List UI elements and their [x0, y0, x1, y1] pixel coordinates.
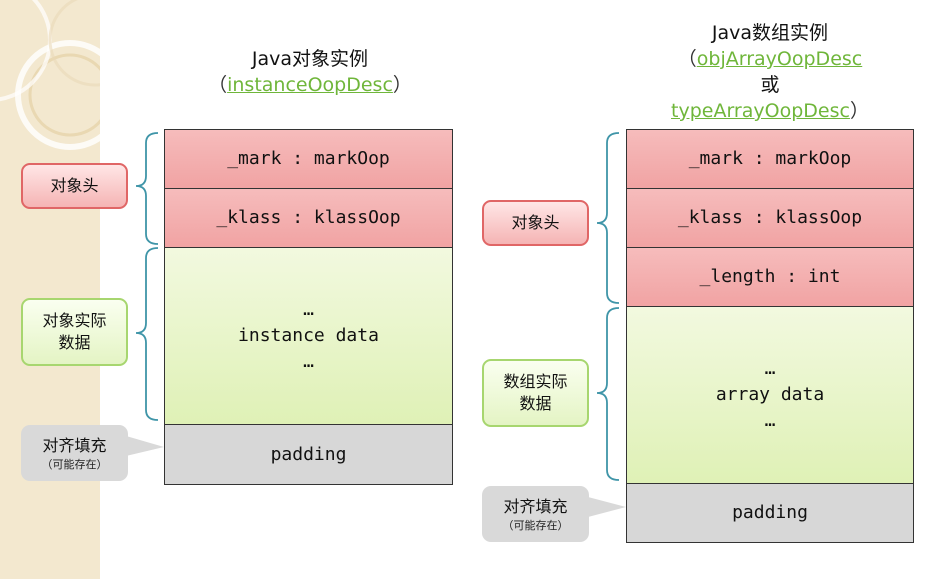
array-header-label-text: 对象头: [511, 213, 560, 232]
mark-field: _mark : markOop: [627, 130, 913, 189]
instance-data-block: … instance data …: [165, 248, 452, 425]
object-header-label: 对象头: [21, 163, 128, 209]
array-memory-layout: _mark : markOop _klass : klassOop _lengt…: [626, 129, 914, 543]
decorative-side-strip: [0, 0, 100, 579]
object-data-label-text: 对象实际 数据: [42, 311, 107, 352]
mark-field: _mark : markOop: [165, 130, 452, 189]
klass-field: _klass : klassOop: [165, 189, 452, 248]
paren-open: （: [677, 48, 697, 70]
padding-label-text: 对齐填充: [42, 435, 107, 455]
paren-close: ）: [392, 74, 412, 96]
header-brace: [135, 132, 159, 245]
array-instance-title: Java数组实例 （objArrayOopDesc 或 typeArrayOop…: [630, 20, 910, 124]
array-data-block: … array data …: [627, 307, 913, 484]
paren-close: ）: [849, 100, 869, 122]
object-memory-layout: _mark : markOop _klass : klassOop … inst…: [164, 129, 453, 485]
array-header-label: 对象头: [482, 200, 589, 246]
padding-label-text: 对齐填充: [503, 496, 568, 516]
object-header-label-text: 对象头: [50, 176, 99, 195]
paren-open: （: [208, 74, 228, 96]
or-text: 或: [760, 74, 780, 96]
array-data-label: 数组实际 数据: [482, 359, 589, 427]
klass-field: _klass : klassOop: [627, 189, 913, 248]
object-data-label: 对象实际 数据: [21, 298, 128, 366]
padding-block: padding: [627, 484, 913, 542]
array-data-label-text: 数组实际 数据: [503, 372, 568, 413]
typearrayoopdesc-link[interactable]: typeArrayOopDesc: [671, 100, 850, 122]
length-field: _length : int: [627, 248, 913, 307]
padding-label: 对齐填充 （可能存在）: [21, 425, 128, 481]
array-instance-title-text: Java数组实例: [711, 22, 829, 44]
padding-label: 对齐填充 （可能存在）: [482, 486, 589, 542]
data-brace: [135, 247, 159, 421]
padding-note: （可能存在）: [41, 457, 108, 471]
padding-note: （可能存在）: [502, 518, 569, 532]
padding-callout-pointer: [588, 497, 626, 517]
instanceoopdesc-link[interactable]: instanceOopDesc: [227, 74, 393, 96]
padding-callout-pointer: [126, 436, 164, 456]
padding-block: padding: [165, 425, 452, 484]
decorative-circles: [0, 0, 100, 150]
object-instance-title-text: Java对象实例: [251, 48, 369, 70]
object-instance-title: Java对象实例 （instanceOopDesc）: [170, 46, 450, 98]
header-brace: [596, 132, 620, 304]
objarrayoopdesc-link[interactable]: objArrayOopDesc: [696, 48, 863, 70]
data-brace: [596, 307, 620, 481]
